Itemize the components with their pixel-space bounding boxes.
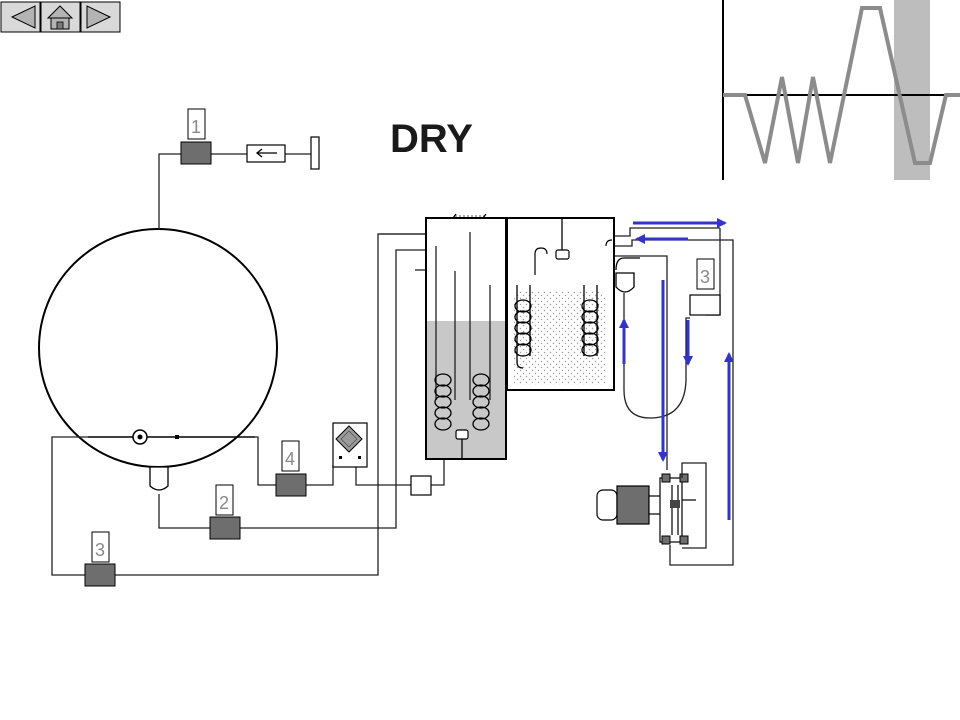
forward-button[interactable] — [80, 1, 121, 33]
chamber-drain-icon — [149, 466, 169, 491]
valve-3-left-label: 3 — [95, 540, 105, 560]
valve-2-label: 2 — [219, 493, 229, 513]
pressure-gauge — [332, 422, 368, 468]
flow-arrows — [619, 218, 734, 520]
diagram-title: DRY — [390, 117, 473, 161]
valve-3-right: 3 — [689, 258, 721, 316]
wave-trace — [723, 6, 960, 165]
condenser-coil-right — [472, 373, 490, 431]
nav-bar — [0, 1, 121, 33]
arrow-left-icon — [255, 148, 277, 158]
valve-4: 4 — [275, 440, 307, 497]
triangle-right-icon — [86, 5, 112, 29]
vacuum-chamber — [38, 228, 278, 491]
piping — [51, 153, 734, 576]
oil-separator-icon — [615, 272, 635, 293]
valve-3-right-label: 3 — [700, 267, 710, 287]
refrigeration-unit — [506, 217, 615, 391]
condenser-coil-left — [434, 373, 452, 431]
valve-1: 1 — [180, 108, 212, 165]
valve-3-left: 3 — [84, 531, 116, 587]
waveform-panel — [722, 0, 960, 180]
condenser — [425, 213, 507, 460]
junction-box — [410, 475, 432, 496]
back-button[interactable] — [0, 1, 41, 33]
home-icon — [46, 5, 74, 30]
valve-1-label: 1 — [191, 117, 201, 137]
vacuum-pump — [596, 462, 707, 549]
valve-2: 2 — [209, 484, 241, 540]
inlet-filter — [246, 136, 320, 170]
home-button[interactable] — [40, 1, 81, 33]
valve-4-label: 4 — [285, 449, 295, 469]
triangle-left-icon — [10, 5, 36, 29]
